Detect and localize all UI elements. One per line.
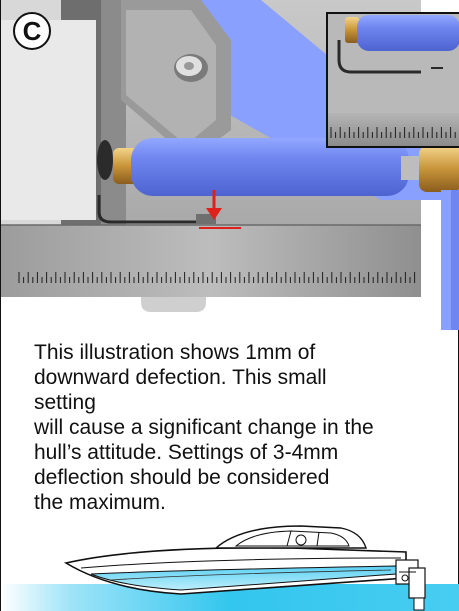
roller-illustration: [1, 0, 459, 330]
boat-illustration: [1, 525, 459, 611]
inset-detail: [326, 12, 459, 148]
panel-label-badge: C: [13, 12, 51, 50]
caption-line: the maximum.: [34, 491, 166, 514]
caption-line: deflection should be considered: [34, 466, 330, 489]
caption-line: This illustration shows 1mm of: [34, 341, 316, 364]
arrow-down-icon: [199, 190, 241, 229]
caption-line: will cause a significant change in the: [34, 416, 374, 439]
caption-line: hull’s attitude. Settings of 3-4mm: [34, 441, 339, 464]
caption-line: downward defection. This small setting: [34, 366, 327, 414]
caption-text: This illustration shows 1mm of downward …: [34, 340, 394, 515]
bolt-icon: [174, 54, 208, 82]
